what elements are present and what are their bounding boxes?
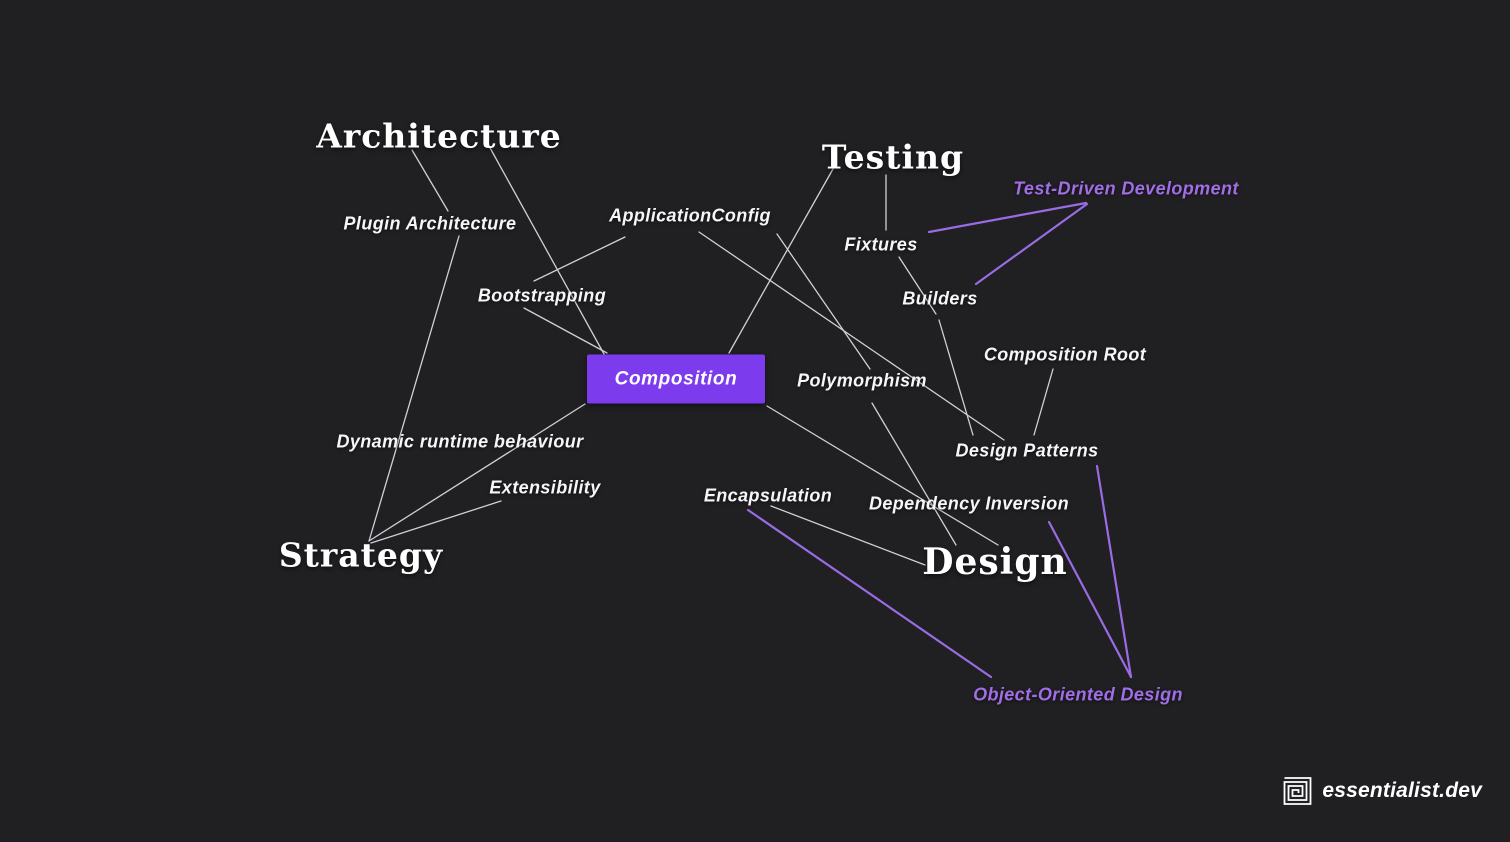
node-dependency-inversion: Dependency Inversion	[868, 493, 1070, 514]
edge-encapsulation--design	[770, 505, 926, 566]
node-dynamic-runtime: Dynamic runtime behaviour	[336, 431, 584, 452]
node-extensibility: Extensibility	[489, 477, 601, 498]
node-bootstrapping: Bootstrapping	[477, 285, 607, 306]
edge-fixtures--builders	[898, 256, 937, 315]
brand-logo: essentialist.dev	[1282, 776, 1482, 806]
node-test-driven-development: Test-Driven Development	[1013, 178, 1239, 199]
edge-architecture--composition	[488, 145, 605, 355]
node-composition: Composition	[587, 354, 765, 404]
edge-testing--composition	[728, 168, 834, 354]
node-object-oriented-design: Object-Oriented Design	[973, 684, 1183, 705]
node-builders: Builders	[902, 288, 978, 309]
edge-application-config--design-patterns	[698, 231, 1005, 441]
brand-logo-text: essentialist.dev	[1322, 779, 1482, 802]
node-design: Design	[922, 541, 1068, 583]
edge-builders--design-patterns	[938, 319, 974, 436]
node-application-config: ApplicationConfig	[609, 205, 771, 226]
edge-composition--design	[766, 405, 999, 546]
edge-plugin-architecture--strategy	[368, 235, 460, 542]
node-testing: Testing	[821, 137, 965, 177]
edge-application-config--polymorphism	[776, 233, 871, 370]
edge-test-driven-development--builders	[974, 202, 1089, 286]
node-composition-root: Composition Root	[983, 344, 1147, 365]
edge-polymorphism--design	[871, 402, 957, 546]
edge-composition-root--design-patterns	[1033, 368, 1054, 436]
edge-strategy--extensibility	[370, 500, 502, 544]
node-strategy: Strategy	[278, 535, 444, 575]
edge-application-config--bootstrapping	[533, 236, 626, 282]
edge-dependency-inversion--object-oriented-design	[1047, 520, 1133, 679]
edge-strategy--composition	[368, 403, 586, 542]
node-design-patterns: Design Patterns	[955, 440, 1099, 461]
node-plugin-architecture: Plugin Architecture	[343, 213, 517, 234]
edge-architecture--plugin-architecture	[411, 149, 449, 212]
edge-bootstrapping--composition	[523, 307, 608, 354]
node-architecture: Architecture	[316, 116, 562, 156]
edge-test-driven-development--fixtures	[927, 201, 1088, 234]
node-encapsulation: Encapsulation	[703, 485, 833, 506]
node-polymorphism: Polymorphism	[797, 370, 927, 391]
node-fixtures: Fixtures	[844, 234, 918, 255]
edge-design-patterns--object-oriented-design	[1095, 464, 1133, 679]
square-spiral-icon	[1283, 777, 1312, 805]
edge-encapsulation--object-oriented-design	[746, 508, 993, 679]
